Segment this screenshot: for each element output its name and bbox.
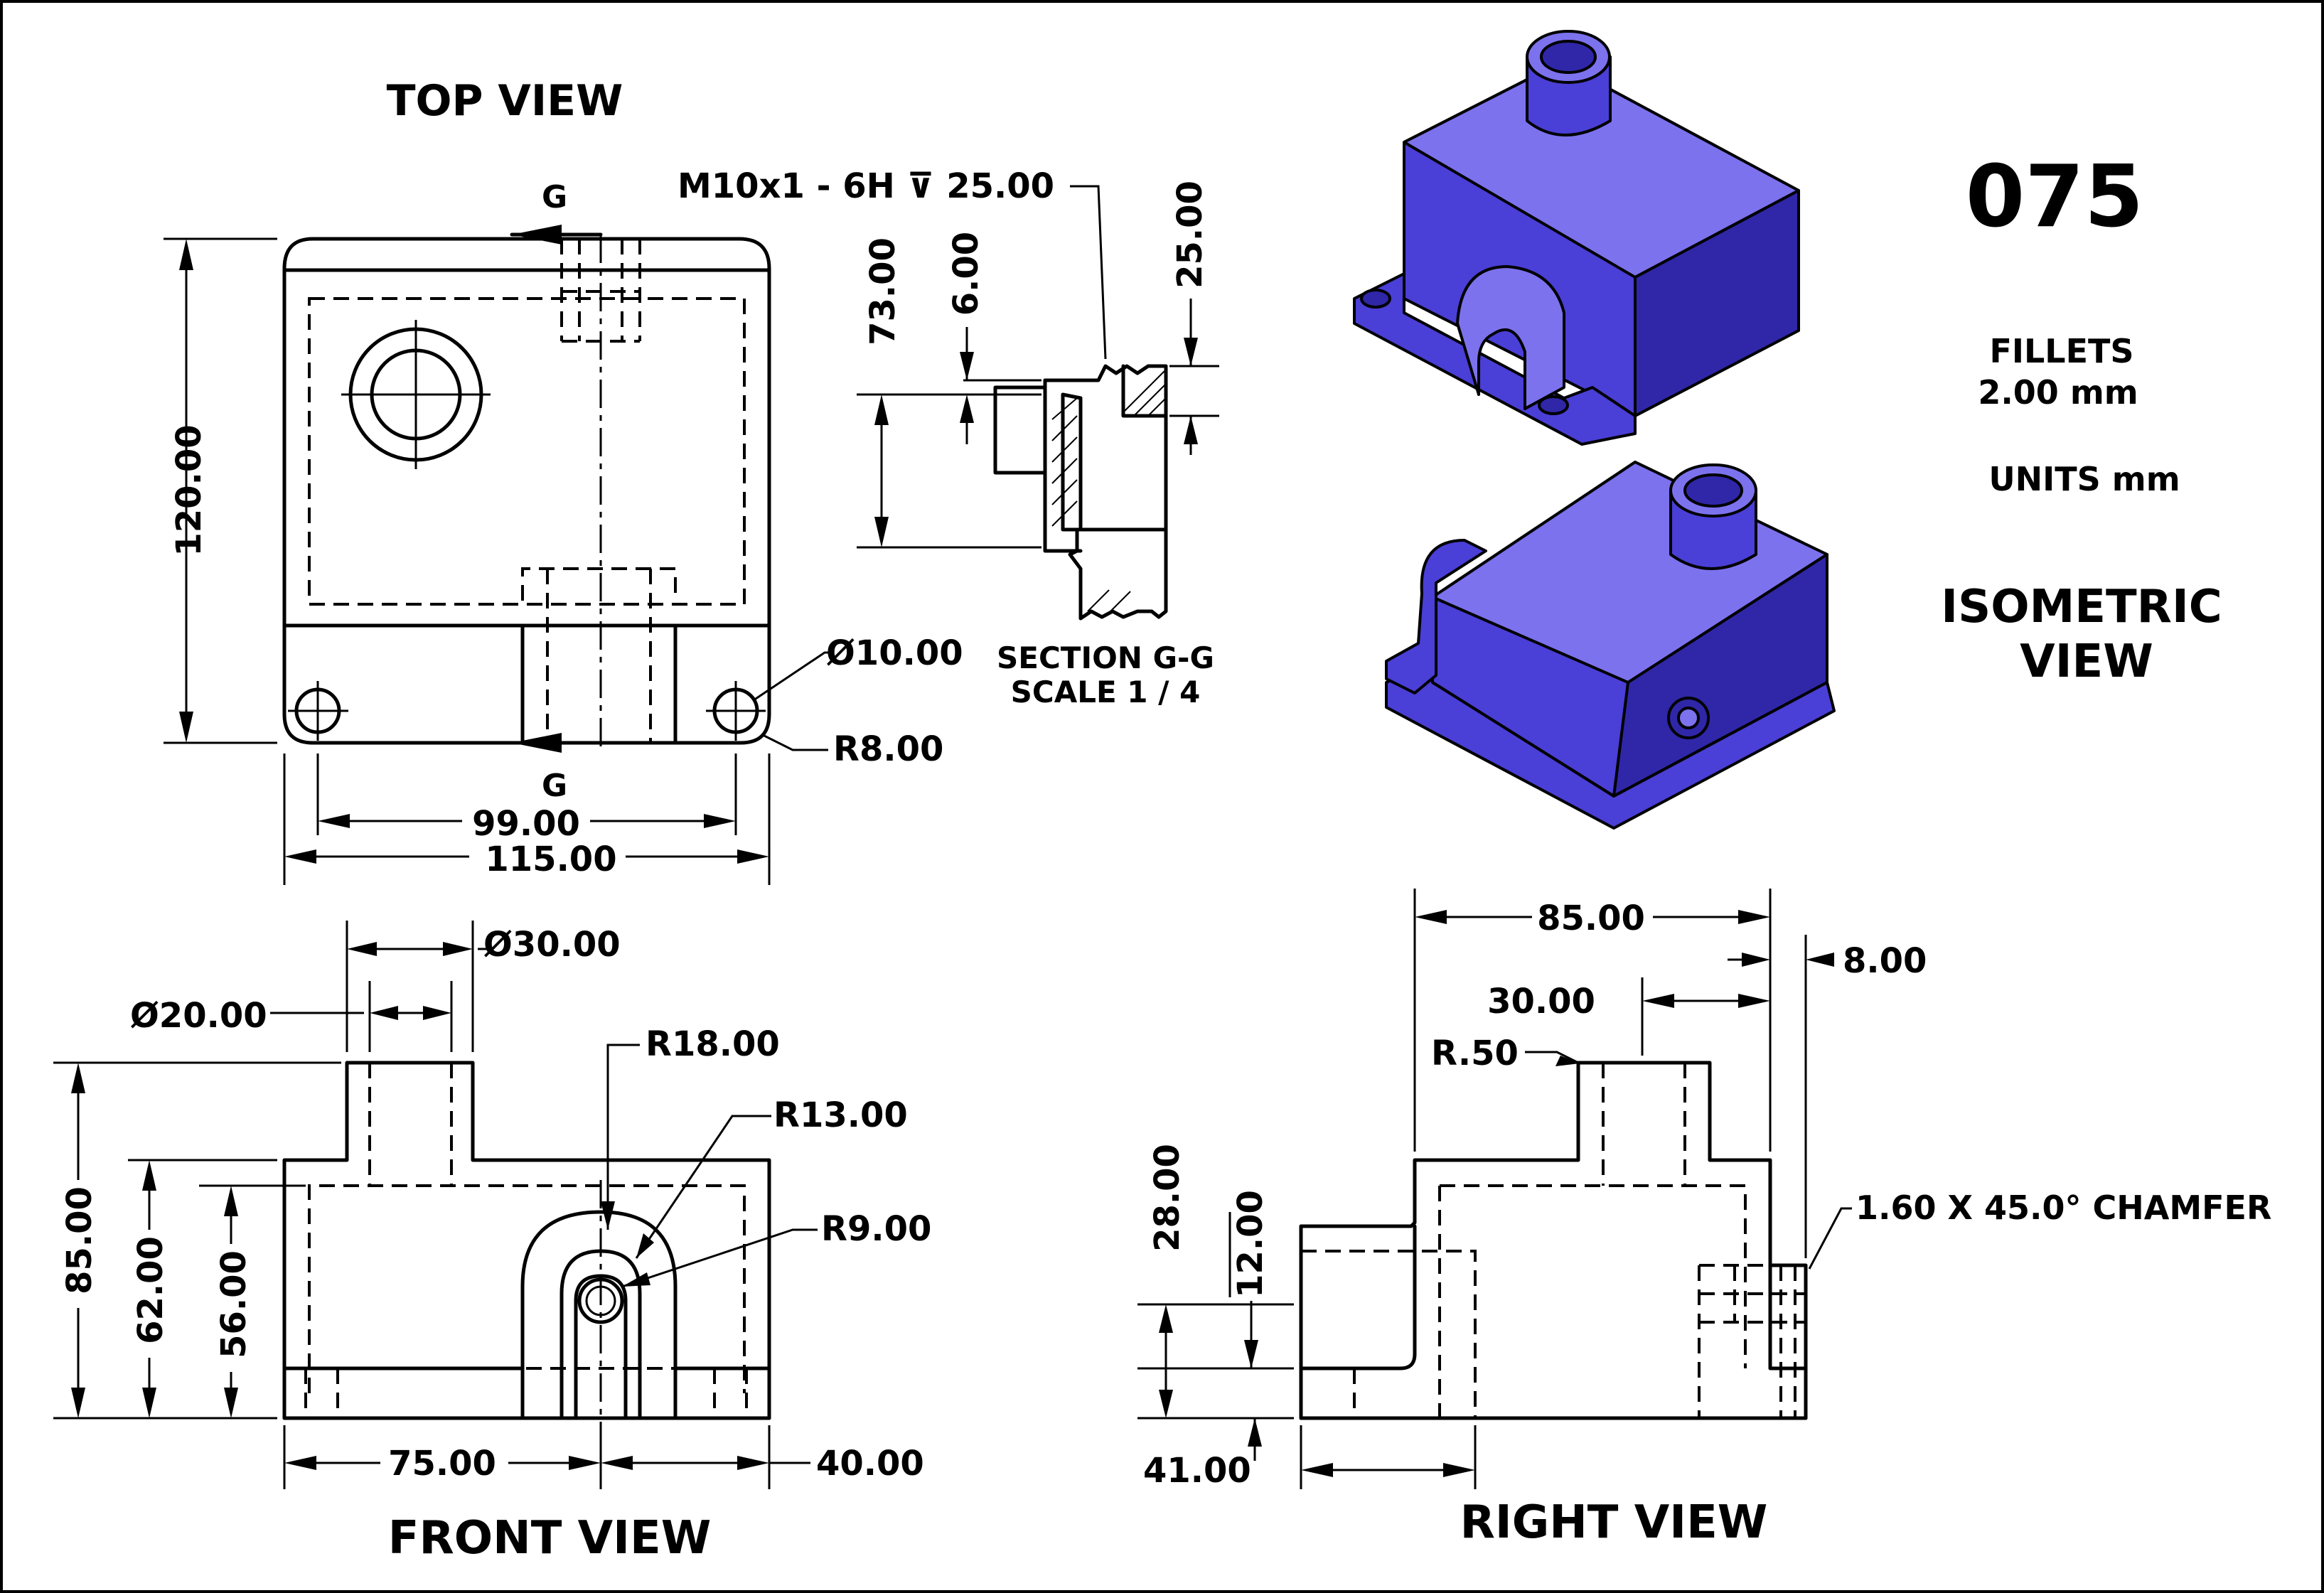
dim-boss-outer: Ø30.00 <box>483 925 621 965</box>
dim-hole-dia: Ø10.00 <box>826 633 963 673</box>
front-view-title: FRONT VIEW <box>388 1512 712 1565</box>
top-view-title: TOP VIEW <box>387 76 623 126</box>
section-marker-bottom: G <box>542 768 567 804</box>
isometric-title-2: VIEW <box>2020 635 2153 688</box>
dim-right-8: 8.00 <box>1843 941 1927 981</box>
fillets-value: 2.00 mm <box>1978 373 2138 412</box>
dim-r13: R13.00 <box>773 1095 908 1135</box>
title-block: 075 FILLETS 2.00 mm UNITS mm ISOMETRIC V… <box>1941 148 2222 688</box>
top-view: TOP VIEW G G 120.00 <box>164 76 963 885</box>
dim-section-73: 73.00 <box>863 237 903 345</box>
dim-right-85: 85.00 <box>1537 899 1645 938</box>
front-view: FRONT VIEW Ø30.00 Ø20.00 R18.00 R13.00 R… <box>53 921 931 1565</box>
dim-top-width: 115.00 <box>485 840 616 879</box>
dim-top-inner-width: 99.00 <box>472 804 580 844</box>
dim-front-62: 62.00 <box>131 1236 171 1344</box>
section-marker-top: G <box>542 179 567 215</box>
dim-right-28: 28.00 <box>1147 1144 1187 1252</box>
units-label: UNITS mm <box>1988 460 2180 498</box>
fillets-label: FILLETS <box>1989 332 2133 370</box>
dim-boss-inner: Ø20.00 <box>130 996 267 1036</box>
top-outline <box>282 237 771 745</box>
right-view: RIGHT VIEW 85.00 30.00 8.00 R.50 1.60 X … <box>1137 889 2271 1549</box>
dim-right-30: 30.00 <box>1487 982 1595 1021</box>
dim-section-25: 25.00 <box>1170 181 1210 289</box>
front-outline <box>282 1061 771 1420</box>
dim-right-12: 12.00 <box>1231 1190 1270 1298</box>
section-hatch <box>1051 369 1167 613</box>
dim-r18: R18.00 <box>646 1024 780 1064</box>
thread-callout: M10x1 - 6H ⊽ 25.00 <box>678 166 1054 206</box>
dim-right-41: 41.00 <box>1143 1451 1251 1491</box>
dim-front-40: 40.00 <box>816 1444 924 1484</box>
dim-front-56: 56.00 <box>214 1250 254 1358</box>
section-scale: SCALE 1 / 4 <box>1011 675 1201 709</box>
isometric-view-1 <box>1353 30 1800 446</box>
dim-front-75: 75.00 <box>388 1444 496 1484</box>
dim-top-height: 120.00 <box>169 424 209 556</box>
right-view-title: RIGHT VIEW <box>1460 1496 1768 1549</box>
chamfer-callout: 1.60 X 45.0° CHAMFER <box>1856 1189 2271 1227</box>
dim-section-6: 6.00 <box>946 232 986 316</box>
dim-right-r50: R.50 <box>1431 1034 1519 1073</box>
section-view: M10x1 - 6H ⊽ 25.00 73.00 6.00 <box>678 166 1219 709</box>
isometric-title-1: ISOMETRIC <box>1941 581 2222 633</box>
dim-corner-radius: R8.00 <box>833 729 943 769</box>
drawing-number: 075 <box>1966 148 2144 247</box>
isometric-view-2 <box>1385 461 1836 830</box>
section-title: SECTION G-G <box>997 640 1214 675</box>
dim-front-85: 85.00 <box>60 1186 100 1294</box>
dim-r9: R9.00 <box>821 1209 931 1249</box>
